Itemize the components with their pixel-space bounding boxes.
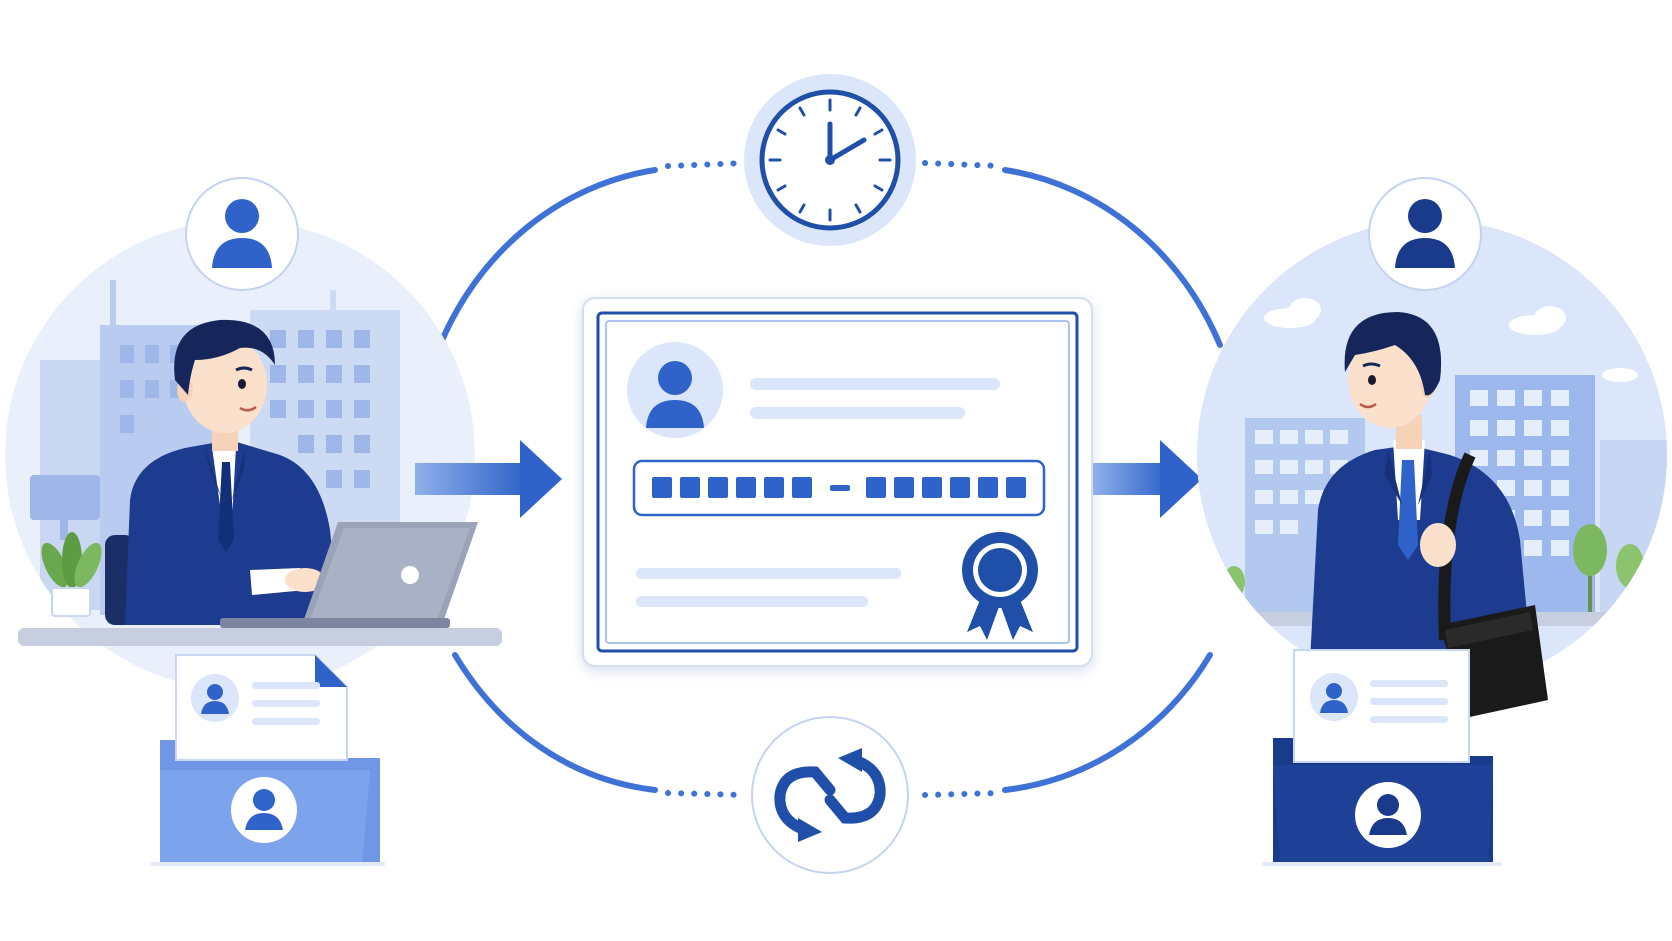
arrow-right-icon — [1093, 440, 1202, 518]
award-ribbon-icon — [962, 532, 1038, 640]
left-person — [125, 319, 340, 625]
arrow-right-icon — [415, 440, 562, 518]
user-folder-icon — [231, 777, 297, 843]
left-document — [175, 654, 348, 761]
clock-icon — [768, 98, 892, 222]
orbit-connector — [437, 167, 1223, 793]
sync-icon — [774, 754, 886, 836]
orbit-dots — [665, 160, 1003, 798]
code-dash — [830, 485, 850, 491]
user-icon — [212, 199, 272, 268]
clock-node — [744, 74, 916, 246]
card-avatar — [627, 342, 723, 438]
sync-arrowhead — [798, 818, 822, 842]
card-line — [636, 596, 868, 607]
orbit-arc-top-right — [1002, 167, 1223, 348]
laptop-icon — [220, 522, 478, 628]
right-user-badge — [1368, 177, 1482, 291]
code-segment-2 — [866, 477, 1026, 498]
id-card-content — [596, 311, 1079, 653]
card-line — [750, 378, 1000, 390]
card-line — [636, 568, 901, 579]
card-code-field — [632, 459, 1046, 517]
orbit-arc-top-left — [437, 167, 658, 348]
left-plant — [41, 532, 102, 617]
left-scene — [5, 220, 502, 690]
right-document — [1293, 649, 1470, 763]
user-icon — [1395, 199, 1455, 268]
sync-node — [751, 716, 909, 874]
left-desk — [18, 628, 502, 646]
card-line — [750, 407, 965, 419]
left-user-badge — [185, 177, 299, 291]
orbit-arc-bottom-right — [1002, 652, 1213, 793]
code-segment-1 — [652, 477, 812, 498]
sync-arrowhead — [838, 748, 862, 772]
left-folder — [150, 654, 385, 866]
right-scene — [1197, 220, 1667, 718]
user-folder-icon — [1355, 782, 1421, 848]
right-folder — [1262, 649, 1502, 866]
orbit-arc-bottom-left — [452, 652, 658, 793]
